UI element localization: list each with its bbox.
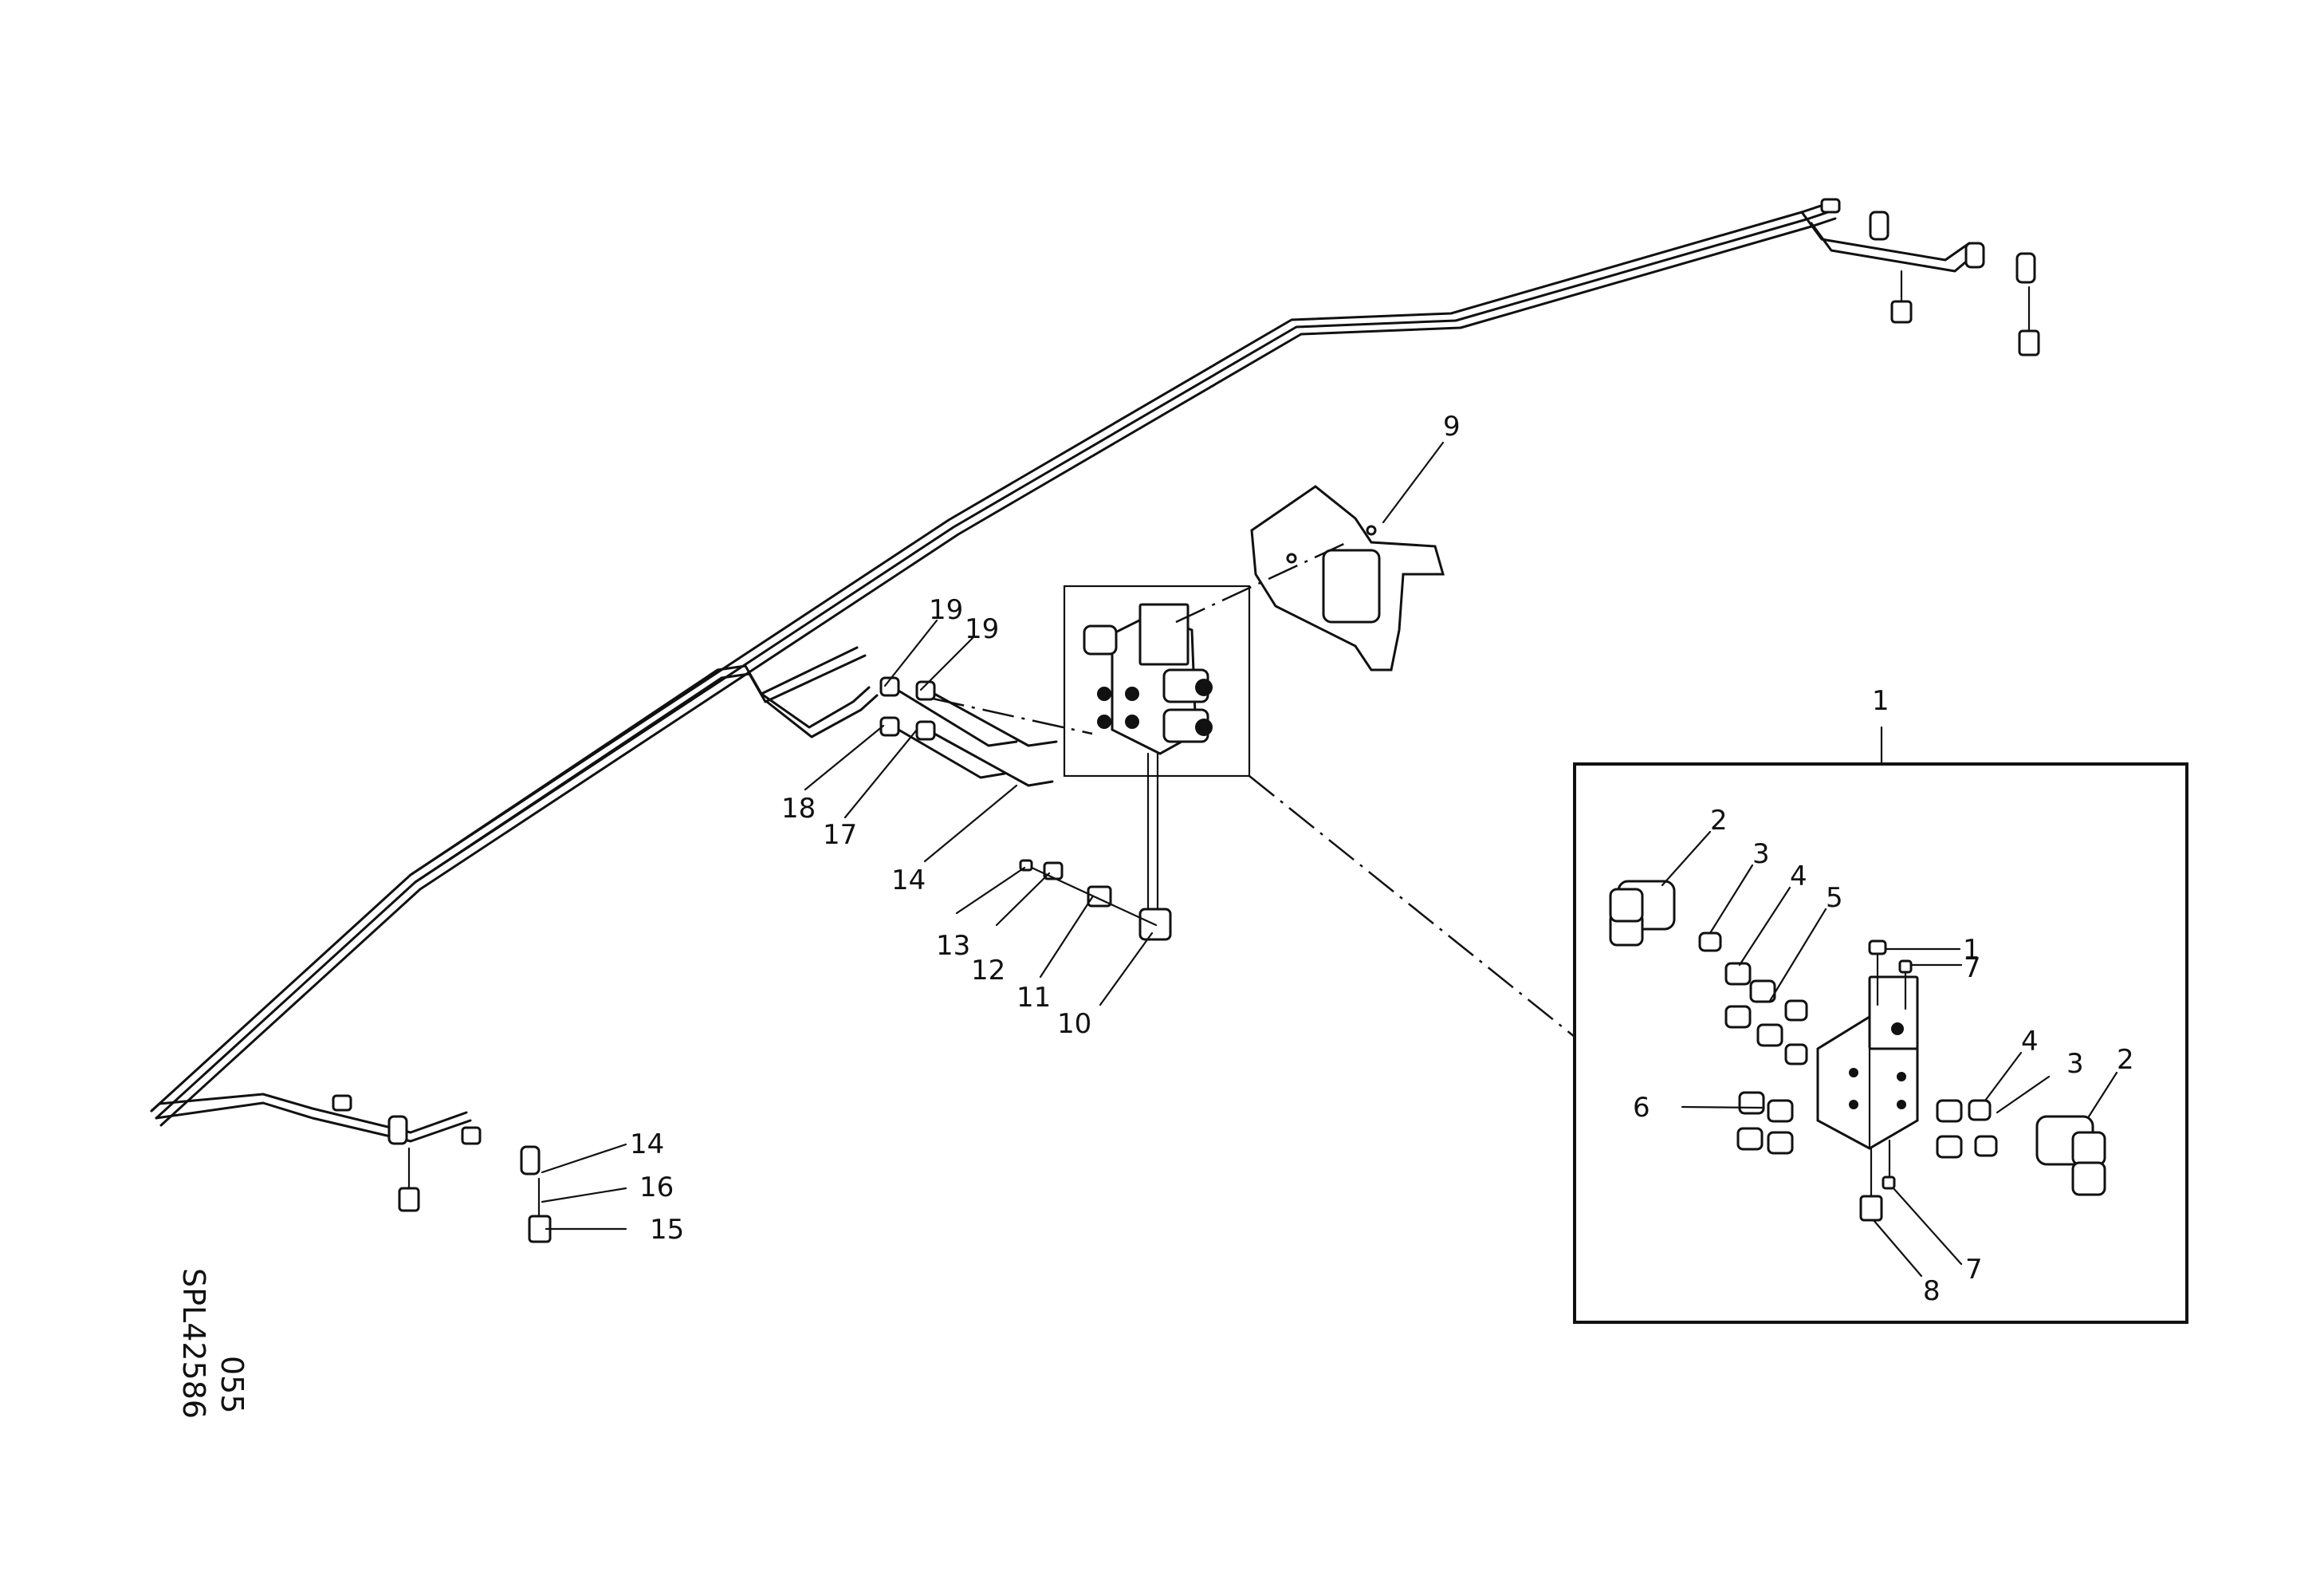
- callout-detail-3-left: 3: [1752, 838, 1770, 870]
- valve-pipe-fittings: [879, 676, 1058, 787]
- callout-detail-2-right: 2: [2117, 1044, 2134, 1076]
- callout-detail-1-bolt: 1: [1963, 934, 1980, 966]
- callout-detail-7-bottom: 7: [1965, 1254, 1983, 1286]
- callout-17: 17: [823, 819, 857, 851]
- callout-detail-1: 1: [1872, 685, 1889, 717]
- callout-detail-4-right: 4: [2021, 1026, 2039, 1057]
- callout-detail-5: 5: [1826, 882, 1843, 914]
- callout-14-upper: 14: [891, 864, 926, 896]
- callout-labels: 9 19 19 18 17 14 13 12 11 10 14 16 15 1 …: [630, 411, 2134, 1307]
- callout-detail-6: 6: [1633, 1092, 1650, 1124]
- callout-14-lower: 14: [630, 1128, 664, 1160]
- callout-10: 10: [1057, 1008, 1091, 1040]
- connector-lines: [932, 541, 1575, 1038]
- detail-valve-block: [1609, 880, 2106, 1222]
- second-pipe-run: [150, 646, 879, 1143]
- callout-19-a: 19: [929, 594, 963, 626]
- left-end-fittings: [332, 1094, 552, 1243]
- callout-detail-4-left: 4: [1790, 861, 1807, 892]
- valve-block-assembly: [1063, 585, 1251, 919]
- callout-15: 15: [650, 1214, 684, 1246]
- callout-11: 11: [1017, 982, 1051, 1014]
- callout-12: 12: [971, 955, 1005, 987]
- callout-detail-3-right: 3: [2066, 1048, 2084, 1080]
- leader-lines: [541, 441, 2118, 1278]
- callout-detail-8: 8: [1923, 1275, 1941, 1307]
- drawing-code-suffix: 055: [214, 1356, 250, 1414]
- callout-detail-7-top: 7: [1964, 952, 1981, 984]
- callout-detail-2-left: 2: [1710, 805, 1728, 837]
- callout-13: 13: [936, 930, 970, 962]
- callout-9: 9: [1443, 411, 1461, 443]
- callout-16: 16: [639, 1172, 674, 1203]
- drawing-code: SPL42586 055: [176, 1268, 250, 1419]
- detail-view-frame: [1573, 726, 2188, 1324]
- drawing-code-number: SPL42586: [176, 1268, 211, 1419]
- mounting-bracket: [1250, 485, 1445, 671]
- inline-fittings: [1019, 859, 1172, 941]
- callout-18: 18: [781, 793, 816, 825]
- right-end-fittings: [1820, 198, 2040, 356]
- callout-19-b: 19: [965, 613, 999, 645]
